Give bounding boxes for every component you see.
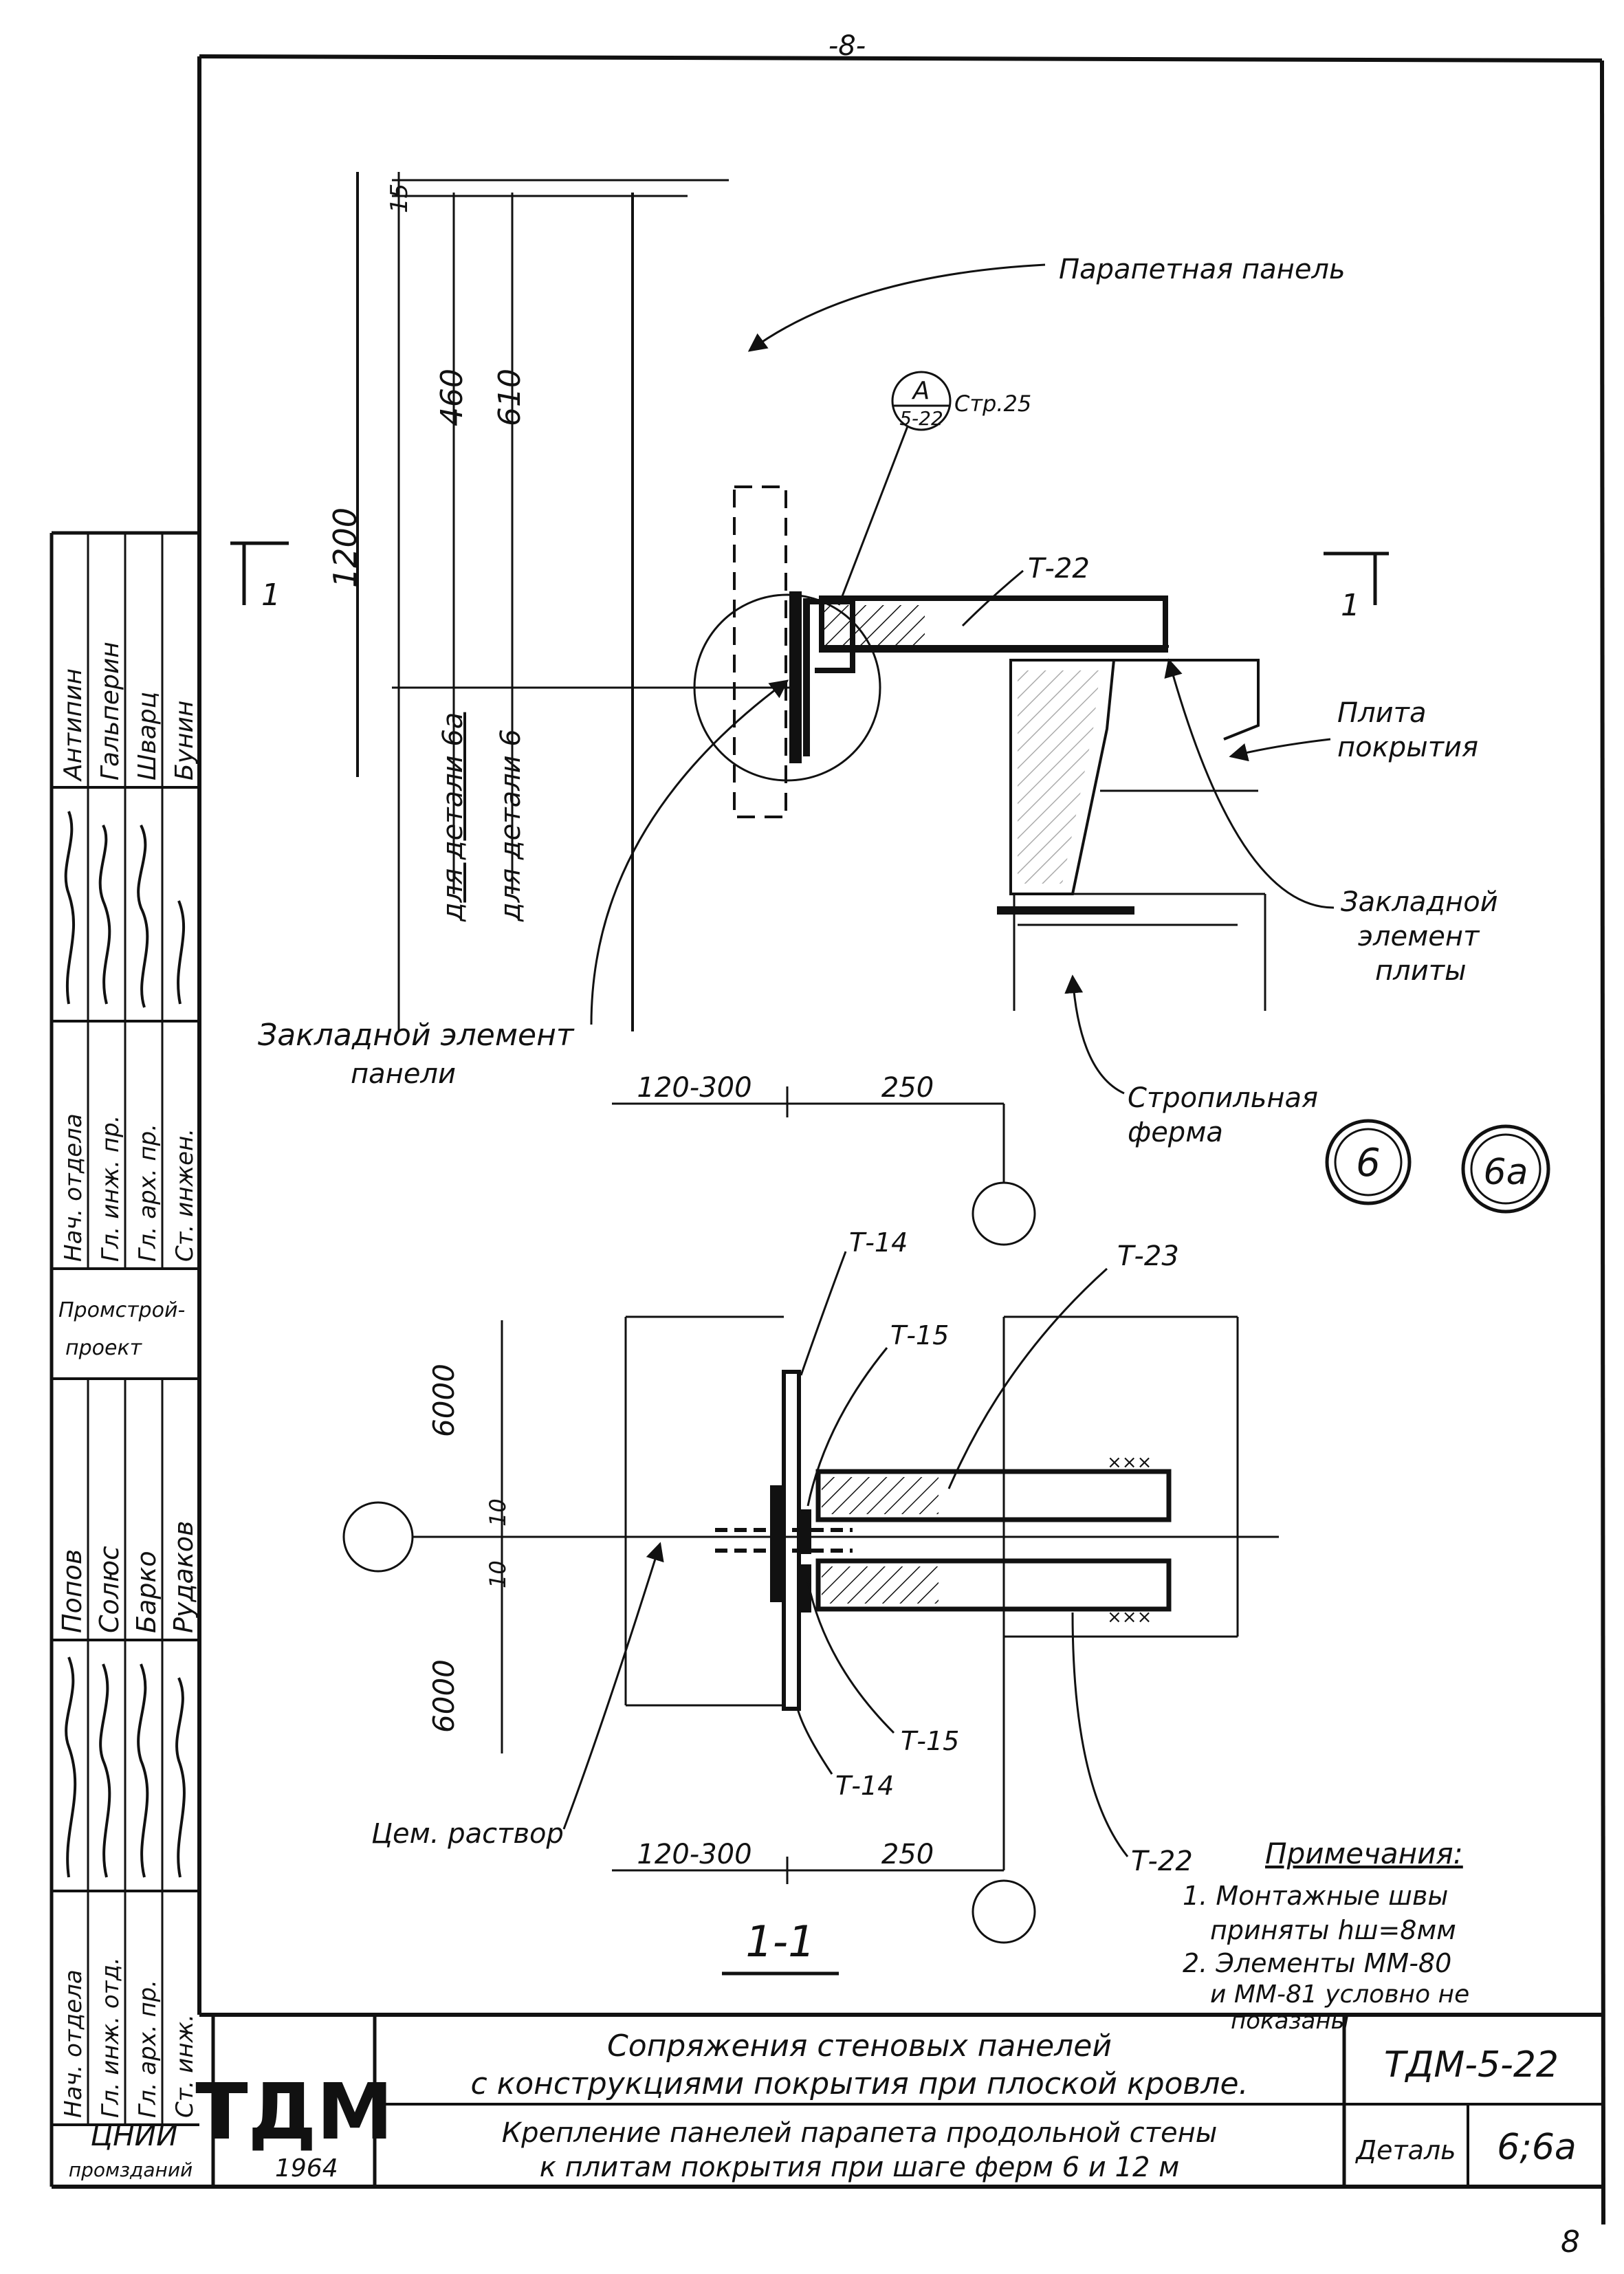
stamp-top-role-3: Гл. арх. пр. — [134, 1124, 162, 1262]
label-truss-1: Стропильная — [1128, 1082, 1318, 1114]
label-truss-2: ферма — [1128, 1117, 1223, 1148]
stamp-top-role-2: Гл. инж. пр. — [97, 1115, 124, 1262]
dim-610: 610 — [492, 369, 527, 426]
label-slab-embed-2: элемент — [1358, 921, 1480, 952]
dim-460: 460 — [435, 369, 470, 426]
label-parapet-panel: Парапетная панель — [1059, 254, 1346, 285]
label-roof-slab-2: покрытия — [1337, 732, 1478, 763]
girder-section — [1009, 659, 1116, 895]
label-t14-top: Т-14 — [849, 1227, 908, 1258]
callout-page: Стр.25 — [954, 391, 1031, 417]
detail-mark-6: 6 — [1356, 1141, 1381, 1185]
axis-bubble-left — [342, 1501, 414, 1573]
page-number: 8 — [1561, 2224, 1580, 2260]
stamp-top-name-4: Бунин — [171, 701, 199, 780]
dim-250-lower: 250 — [881, 1839, 934, 1870]
side-stamp: Антипин Гальперин Шварц Бунин Нач. отдел… — [50, 531, 199, 2187]
section-mark-left: 1 — [261, 578, 281, 613]
dim-15: 15 — [386, 184, 413, 213]
dim-250-upper: 250 — [881, 1072, 934, 1104]
stamp-bottom-name-2: Солюс — [94, 1546, 124, 1633]
dim-120-300-lower: 120-300 — [637, 1839, 751, 1870]
label-for-detail-6a: для детали 6а — [437, 712, 469, 922]
lower-detail: 6000 6000 10 10 ××× ××× Т-14 Т-15 Т-23 Т… — [342, 1227, 1279, 1976]
section-title-1-1: 1-1 — [745, 1916, 815, 1967]
callout-bubble — [891, 371, 952, 431]
label-t22-lower: Т-22 — [1131, 1846, 1193, 1877]
stamp-bottom-name-3: Барко — [131, 1551, 162, 1633]
slab-t22 — [815, 1558, 1172, 1612]
callout-letter: А — [912, 377, 930, 405]
label-t14-bottom: Т-14 — [835, 1771, 894, 1801]
label-panel-embed-2: панели — [351, 1058, 456, 1090]
callout-ref: 5-22 — [899, 407, 943, 430]
section-mark-right: 1 — [1341, 588, 1360, 623]
dim-6000-bottom: 6000 — [427, 1659, 461, 1733]
subtitle-line1: Крепление панелей парапета продольной ст… — [502, 2117, 1218, 2149]
stamp-bottom-name-1: Попов — [57, 1549, 87, 1633]
label-roof-slab-1: Плита — [1337, 697, 1426, 729]
title-block: ЦНИИ промзданий ТДМ 1964 Сопряжения стен… — [69, 2013, 1603, 2187]
label-t15-bottom: Т-15 — [901, 1726, 959, 1756]
title-line1: Сопряжения стеновых панелей — [607, 2029, 1112, 2064]
label-t23: Т-23 — [1117, 1240, 1179, 1272]
axis-bubble-upper — [972, 1181, 1036, 1246]
label-slab-embed-3: плиты — [1375, 955, 1467, 987]
label-panel-embed-1: Закладной элемент — [258, 1018, 575, 1053]
stamp-bottom-role-4: Ст. инж. — [171, 2014, 199, 2118]
detail-marks: 6 6а — [1325, 1119, 1550, 1214]
dim-6000-top: 6000 — [427, 1364, 461, 1437]
note-1-line2: приняты hш=8мм — [1210, 1915, 1456, 1945]
notes: Примечания: 1. Монтажные швы приняты hш=… — [1183, 1837, 1469, 2035]
vertical-embed-plate — [782, 1370, 801, 1711]
stamp-bottom-role-1: Нач. отдела — [60, 1969, 87, 2118]
axis-bubble-lower — [972, 1879, 1036, 1944]
dim-1200: 1200 — [327, 507, 364, 588]
note-2-line2: и ММ-81 условно не — [1210, 1980, 1469, 2009]
note-1-line1: 1. Монтажные швы — [1183, 1881, 1448, 1911]
label-for-detail-6: для детали 6 — [495, 729, 527, 922]
stamp-bottom-role-3: Гл. арх. пр. — [134, 1980, 162, 2118]
tdm-logo: ТДМ — [195, 2068, 393, 2157]
subtitle-line2: к плитам покрытия при шаге ферм 6 и 12 м — [540, 2152, 1180, 2183]
stamp-top-name-1: Антипин — [59, 668, 87, 782]
note-2-line1: 2. Элементы ММ-80 — [1183, 1948, 1451, 1978]
dim-10-top: 10 — [485, 1498, 511, 1527]
label-mortar: Цем. раствор — [371, 1818, 564, 1850]
stamp-top-name-2: Гальперин — [96, 642, 124, 780]
sheet-frame — [52, 54, 1605, 2225]
notes-title: Примечания: — [1265, 1837, 1463, 1870]
panel-embed-plate — [789, 591, 802, 763]
detail-mark-6a: 6а — [1484, 1152, 1528, 1193]
dim-120-300-upper: 120-300 — [637, 1072, 751, 1104]
stamp-top-name-3: Шварц — [133, 692, 162, 780]
svg-text:×××: ××× — [1107, 1452, 1152, 1473]
slab-t23 — [815, 1469, 1172, 1522]
stamp-bottom-role-2: Гл. инж. отд. — [97, 1957, 124, 2118]
note-2-line3: показаны — [1231, 2007, 1349, 2035]
doc-code: ТДМ-5-22 — [1384, 2044, 1559, 2086]
side-org-line1: Промстрой- — [58, 1298, 185, 1322]
parapet-panel-outline — [733, 485, 787, 818]
stamp-top-role-4: Ст. инжен. — [171, 1128, 199, 1262]
detail-value: 6;6а — [1497, 2127, 1577, 2168]
stamp-bottom-name-4: Рудаков — [168, 1520, 199, 1633]
side-org-line2: проект — [65, 1336, 143, 1360]
label-t15-top: Т-15 — [890, 1320, 949, 1351]
org-line1: ЦНИИ — [90, 2119, 177, 2152]
detail-label: Деталь — [1354, 2135, 1456, 2165]
year: 1964 — [275, 2154, 338, 2183]
stamp-top-role-1: Нач. отдела — [60, 1113, 87, 1262]
label-t22-upper: Т-22 — [1028, 553, 1090, 584]
org-line2: промзданий — [69, 2158, 193, 2181]
svg-text:×××: ××× — [1107, 1607, 1152, 1628]
label-slab-embed-1: Закладной — [1341, 886, 1498, 918]
title-line2: с конструкциями покрытия при плоской кро… — [470, 2066, 1248, 2101]
dim-10-bottom: 10 — [485, 1560, 511, 1588]
upper-detail: 15 460 610 1200 для детали 6а для детали… — [230, 172, 1498, 1246]
